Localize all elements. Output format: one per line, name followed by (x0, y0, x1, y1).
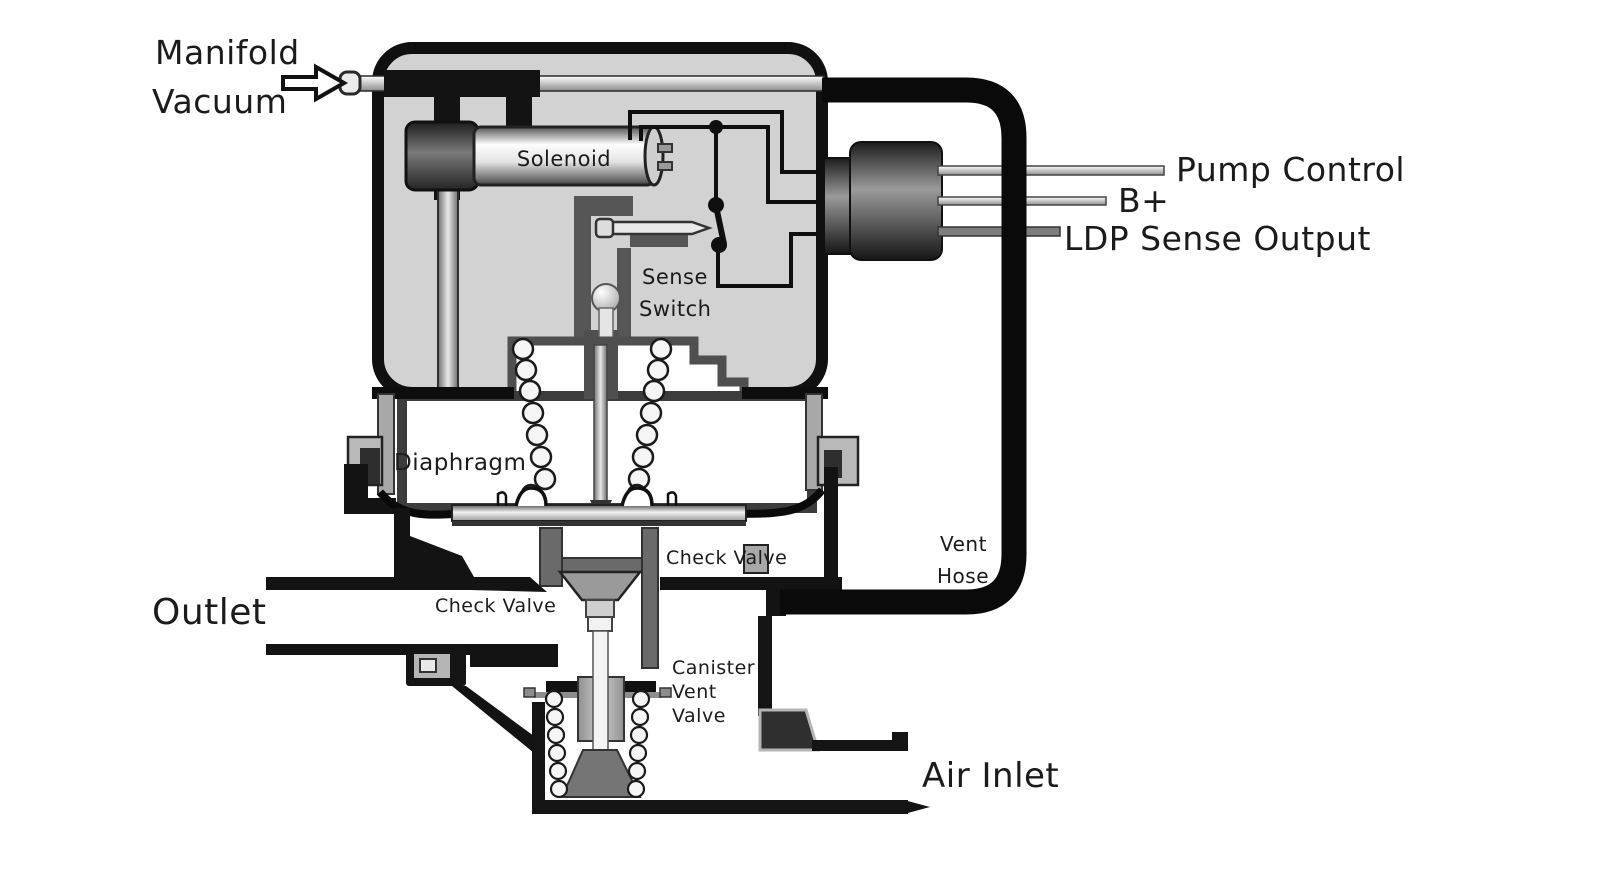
seat-stub-left (523, 687, 536, 698)
switch-bracket-top-arm (591, 196, 633, 216)
valve-crossbar (561, 557, 643, 573)
pin-pump-control (937, 165, 1165, 176)
label-outlet: Outlet (152, 592, 267, 633)
cup-left-wall (532, 702, 545, 812)
switch-actuator-rod (598, 220, 713, 236)
switch-bracket-lower-arm (630, 234, 688, 247)
junction-dot-middle (708, 197, 724, 213)
connector-body (849, 141, 943, 261)
label-canister-vent: Vent (672, 681, 717, 703)
label-hose: Hose (937, 564, 989, 588)
diaphragm-edge-right (666, 491, 678, 506)
vent-hose (780, 77, 1027, 615)
right-chamber-wall (824, 467, 838, 579)
label-check-valve-upper: Check Valve (666, 547, 787, 569)
passage-vertical-right (506, 70, 532, 132)
diaphragm-shaft-lower (593, 344, 608, 504)
label-check-valve-lower: Check Valve (435, 595, 556, 617)
outlet-channel-top (266, 577, 472, 590)
body-bottom-edge-left (372, 387, 514, 399)
valve-post-left (539, 527, 563, 587)
diaphragm-curve-right (737, 487, 826, 518)
housing-black-mass (394, 508, 474, 577)
switch-bracket-vertical (574, 196, 591, 343)
hose-port-block (743, 544, 769, 574)
solenoid-terminal-bottom (657, 161, 673, 171)
label-solenoid: Solenoid (517, 147, 611, 171)
inlet-ceiling-step (892, 732, 908, 751)
manifold-vacuum-arrow-icon (281, 63, 349, 103)
label-ldp-sense-output: LDP Sense Output (1064, 219, 1371, 258)
pin-ldp-sense (937, 226, 1061, 237)
channel-step (470, 655, 558, 667)
label-switch: Switch (639, 297, 711, 321)
channel-right-segment (660, 577, 842, 590)
air-inlet-channel (532, 616, 930, 814)
vent-valve-shaft (592, 630, 609, 760)
inlet-baffle-block (758, 708, 821, 752)
switch-bracket-inner (617, 248, 631, 343)
diaphragm-edge-left (496, 491, 508, 506)
inlet-ceiling (812, 740, 896, 751)
circuit-wiring (628, 110, 820, 288)
junction-dot-top (709, 120, 723, 134)
diaphragm-plate-underside (452, 521, 746, 526)
check-valve-funnel (557, 570, 643, 602)
inlet-floor-tip (904, 800, 930, 814)
label-manifold-line2: Vacuum (152, 82, 287, 121)
solenoid-end-face (643, 125, 665, 187)
label-vent: Vent (940, 532, 987, 556)
diaphragm-plate (451, 504, 747, 522)
check-valve-poppet (587, 616, 613, 632)
label-canister-valve: Valve (672, 705, 726, 727)
diaphragm-convolution-right (620, 486, 654, 507)
wire-b-plus (639, 125, 820, 204)
label-b-plus: B+ (1118, 181, 1169, 220)
fitting-window (419, 658, 437, 673)
electrical-connector (823, 141, 943, 261)
solenoid-assembly (404, 120, 673, 192)
inlet-floor (532, 800, 908, 814)
solenoid-terminal-top (657, 143, 673, 153)
label-pump-control: Pump Control (1176, 150, 1405, 189)
seat-stub-right (659, 687, 672, 698)
diaphragm-convolution-left (514, 486, 548, 507)
label-sense: Sense (642, 265, 708, 289)
outlet-fitting (406, 646, 466, 686)
left-lower-elbow (344, 464, 396, 514)
check-valve-seat-block (585, 599, 615, 618)
diagonal-passage (452, 686, 542, 753)
junction-dot-bottom (711, 237, 727, 253)
label-air-inlet: Air Inlet (922, 756, 1059, 796)
circuit-junctions (708, 120, 727, 253)
wire-ldp-sense (716, 232, 820, 288)
label-diaphragm: Diaphragm (394, 450, 526, 476)
check-valve-flap (470, 577, 547, 592)
canister-vent-valve-assembly (523, 630, 672, 812)
valve-post-right (641, 527, 659, 669)
canister-vent-spring (544, 689, 651, 799)
label-manifold-line1: Manifold (155, 33, 300, 72)
wire-pump-control (628, 110, 820, 174)
label-canister: Canister (672, 657, 755, 679)
switch-actuator-cap (594, 217, 615, 239)
solenoid-plunger-rod (437, 187, 459, 391)
solenoid-end-cap (404, 120, 480, 192)
inlet-divider-wall (758, 616, 772, 716)
